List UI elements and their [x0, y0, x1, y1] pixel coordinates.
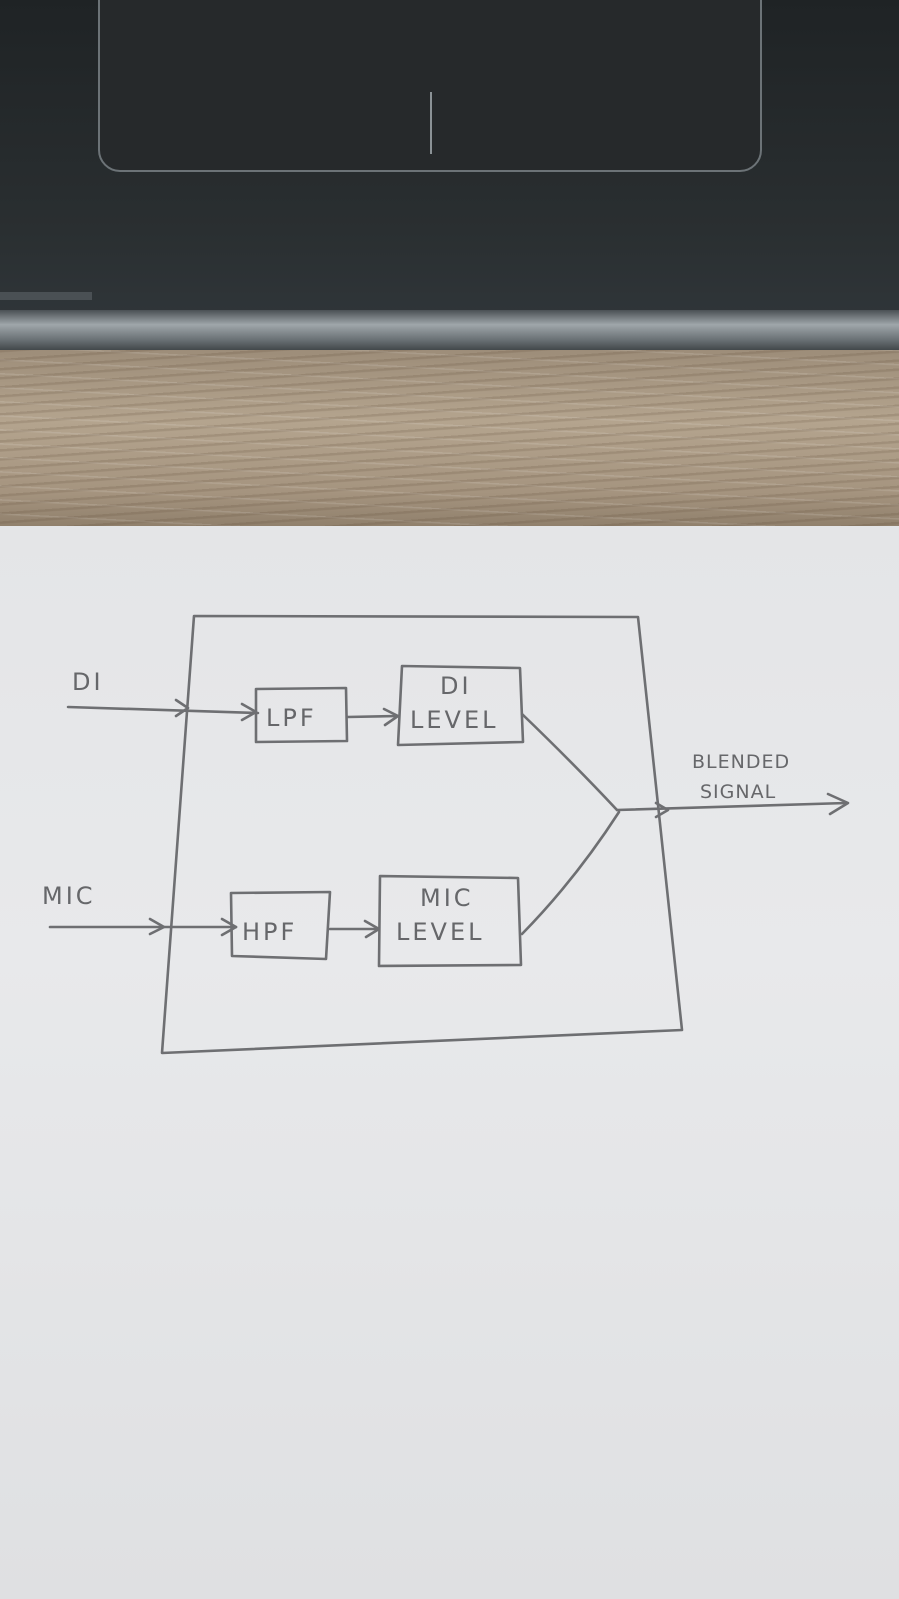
- touchpad-divider: [430, 92, 432, 154]
- di-input-label: DI: [72, 668, 104, 696]
- di-level-merge-line: [520, 712, 619, 812]
- output-enclosure-arrow: [654, 801, 670, 819]
- blended-signal-label-line2: SIGNAL: [700, 781, 776, 803]
- di-level-label-line1: DI: [440, 672, 472, 700]
- blended-signal-label-line1: BLENDED: [692, 751, 790, 773]
- mic-input-arrow-2: [220, 917, 238, 937]
- lpf-to-di-level-line: [345, 714, 400, 719]
- hpf-label: HPF: [242, 918, 297, 946]
- laptop-side-mark: [0, 292, 92, 300]
- wooden-desk: [0, 350, 899, 528]
- mic-input-arrow-1: [148, 917, 166, 936]
- lpf-to-di-level-arrow: [382, 707, 400, 727]
- di-level-label-line2: LEVEL: [410, 706, 499, 734]
- di-input-arrow-1: [174, 698, 190, 718]
- mic-level-label-line1: MIC: [420, 884, 474, 912]
- mic-input-label: MIC: [42, 882, 96, 910]
- enclosure-box: [160, 614, 684, 1055]
- laptop-edge: [0, 310, 899, 352]
- mic-level-merge-line: [520, 810, 621, 936]
- mic-level-box: [377, 874, 523, 968]
- paper-sheet: [0, 526, 899, 1599]
- blended-output-line: [615, 801, 848, 812]
- laptop-background: [0, 0, 899, 330]
- di-level-box: [396, 664, 525, 747]
- hpf-box: [229, 890, 332, 961]
- di-input-line: [66, 705, 260, 715]
- output-arrowhead: [826, 792, 850, 816]
- lpf-label: LPF: [266, 704, 317, 732]
- mic-level-label-line2: LEVEL: [396, 918, 485, 946]
- lpf-box: [254, 686, 349, 744]
